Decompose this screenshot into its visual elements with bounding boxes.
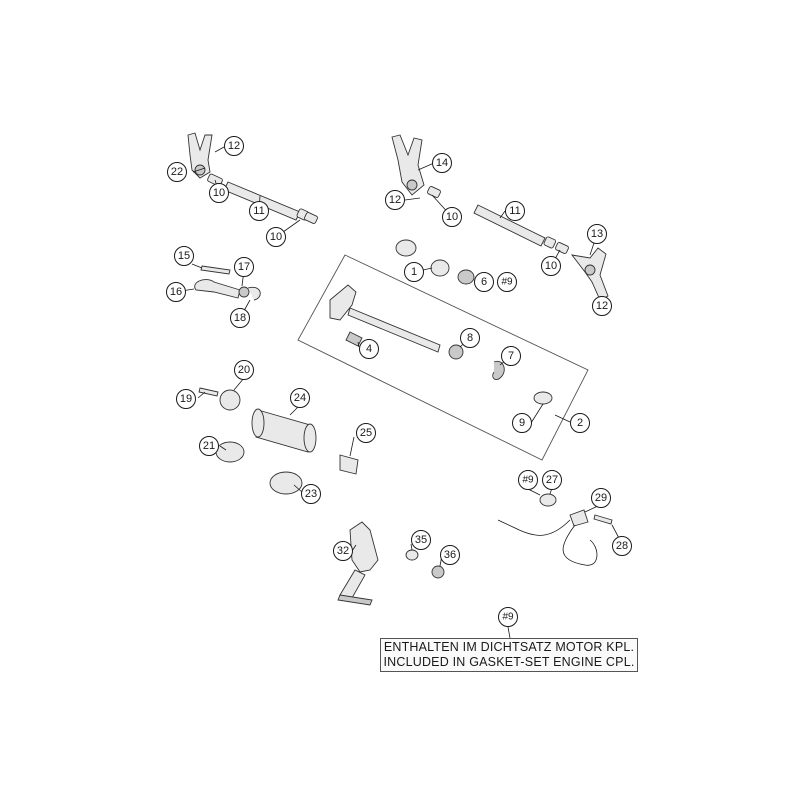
- callout-10b: 10: [266, 227, 286, 247]
- shift-rail-right: [427, 186, 569, 254]
- callout-29: 29: [591, 488, 611, 508]
- callout-2: 2: [570, 413, 590, 433]
- callout-9c: #9: [498, 607, 518, 627]
- callout-10a: 10: [209, 183, 229, 203]
- svg-text:11: 11: [509, 205, 520, 217]
- svg-text:14: 14: [436, 157, 448, 169]
- callout-28: 28: [612, 536, 632, 556]
- washer-9: [533, 391, 553, 405]
- svg-text:21: 21: [203, 440, 215, 452]
- callout-22: 22: [167, 162, 187, 182]
- callout-16: 16: [166, 282, 186, 302]
- svg-text:9: 9: [519, 417, 525, 429]
- callout-10c: 10: [442, 207, 462, 227]
- callout-23: 23: [301, 484, 321, 504]
- svg-text:6: 6: [481, 276, 487, 288]
- svg-text:28: 28: [616, 540, 628, 552]
- svg-text:20: 20: [238, 364, 250, 376]
- needle-bearing-1: [395, 239, 417, 257]
- svg-text:4: 4: [366, 343, 372, 355]
- shift-drum-assembly: [198, 387, 359, 495]
- callout-11b: 11: [505, 201, 525, 221]
- svg-text:7: 7: [508, 350, 514, 362]
- svg-text:36: 36: [444, 549, 456, 561]
- svg-text:8: 8: [467, 332, 473, 344]
- svg-text:16: 16: [170, 286, 182, 298]
- callout-8: 8: [460, 328, 480, 348]
- callout-12b: 12: [385, 190, 405, 210]
- callout-27: 27: [542, 470, 562, 490]
- callout-6: 6: [474, 272, 494, 292]
- svg-text:10: 10: [213, 187, 225, 199]
- callout-19: 19: [176, 389, 196, 409]
- callout-32: 32: [333, 541, 353, 561]
- callout-11a: 11: [249, 201, 269, 221]
- svg-text:32: 32: [337, 545, 349, 557]
- svg-text:10: 10: [446, 211, 458, 223]
- svg-text:2: 2: [577, 417, 583, 429]
- callout-4: 4: [359, 339, 379, 359]
- svg-text:27: 27: [546, 474, 558, 486]
- assembly-frame: [297, 254, 589, 461]
- svg-text:13: 13: [591, 228, 603, 240]
- svg-text:29: 29: [595, 492, 607, 504]
- svg-text:#9: #9: [501, 277, 513, 288]
- callout-9: 9: [512, 413, 532, 433]
- svg-text:#9: #9: [522, 475, 534, 486]
- needle-bearing-1b: [430, 259, 450, 277]
- svg-text:25: 25: [360, 427, 372, 439]
- svg-text:1: 1: [411, 266, 417, 278]
- callout-13: 13: [587, 224, 607, 244]
- gear-position-sensor: [497, 493, 613, 566]
- callout-25: 25: [356, 423, 376, 443]
- callout-24: 24: [290, 388, 310, 408]
- callout-15: 15: [174, 246, 194, 266]
- note-line-english: INCLUDED IN GASKET-SET ENGINE CPL.: [383, 655, 635, 669]
- callout-1: 1: [404, 262, 424, 282]
- callout-17: 17: [234, 257, 254, 277]
- callout-20: 20: [234, 360, 254, 380]
- callout-14: 14: [432, 153, 452, 173]
- callout-35: 35: [411, 530, 431, 550]
- leader-lines: [174, 146, 621, 639]
- svg-text:19: 19: [180, 393, 192, 405]
- svg-text:#9: #9: [502, 612, 514, 623]
- svg-text:17: 17: [238, 261, 250, 273]
- svg-text:10: 10: [270, 231, 282, 243]
- shift-shaft: [329, 284, 553, 405]
- callout-12a: 12: [224, 136, 244, 156]
- shift-lever: [337, 521, 445, 606]
- svg-text:12: 12: [596, 300, 608, 312]
- svg-text:11: 11: [253, 205, 264, 217]
- note-line-german: ENTHALTEN IM DICHTSATZ MOTOR KPL.: [383, 640, 635, 654]
- callout-9b: #9: [518, 470, 538, 490]
- svg-text:15: 15: [178, 250, 190, 262]
- shift-fork-right-upper: [391, 134, 425, 196]
- callout-12c: 12: [592, 296, 612, 316]
- spring-4: [345, 331, 363, 347]
- callout-36: 36: [440, 545, 460, 565]
- svg-text:24: 24: [294, 392, 306, 404]
- callout-7: 7: [501, 346, 521, 366]
- callout-10d: 10: [541, 256, 561, 276]
- shift-lever-assembly: [194, 265, 261, 301]
- svg-text:35: 35: [415, 534, 427, 546]
- gasket-set-note: ENTHALTEN IM DICHTSATZ MOTOR KPL. INCLUD…: [380, 638, 638, 672]
- svg-text:23: 23: [305, 488, 317, 500]
- shaft-seal-6: [457, 269, 475, 285]
- callout-18: 18: [230, 308, 250, 328]
- shift-fork-left: [187, 132, 213, 179]
- svg-text:12: 12: [389, 194, 401, 206]
- svg-text:18: 18: [234, 312, 246, 324]
- shift-fork-right-lower: [570, 247, 609, 301]
- svg-text:10: 10: [545, 260, 557, 272]
- callout-21: 21: [199, 436, 219, 456]
- svg-text:12: 12: [228, 140, 240, 152]
- svg-text:22: 22: [171, 166, 183, 178]
- callout-9a: #9: [497, 272, 517, 292]
